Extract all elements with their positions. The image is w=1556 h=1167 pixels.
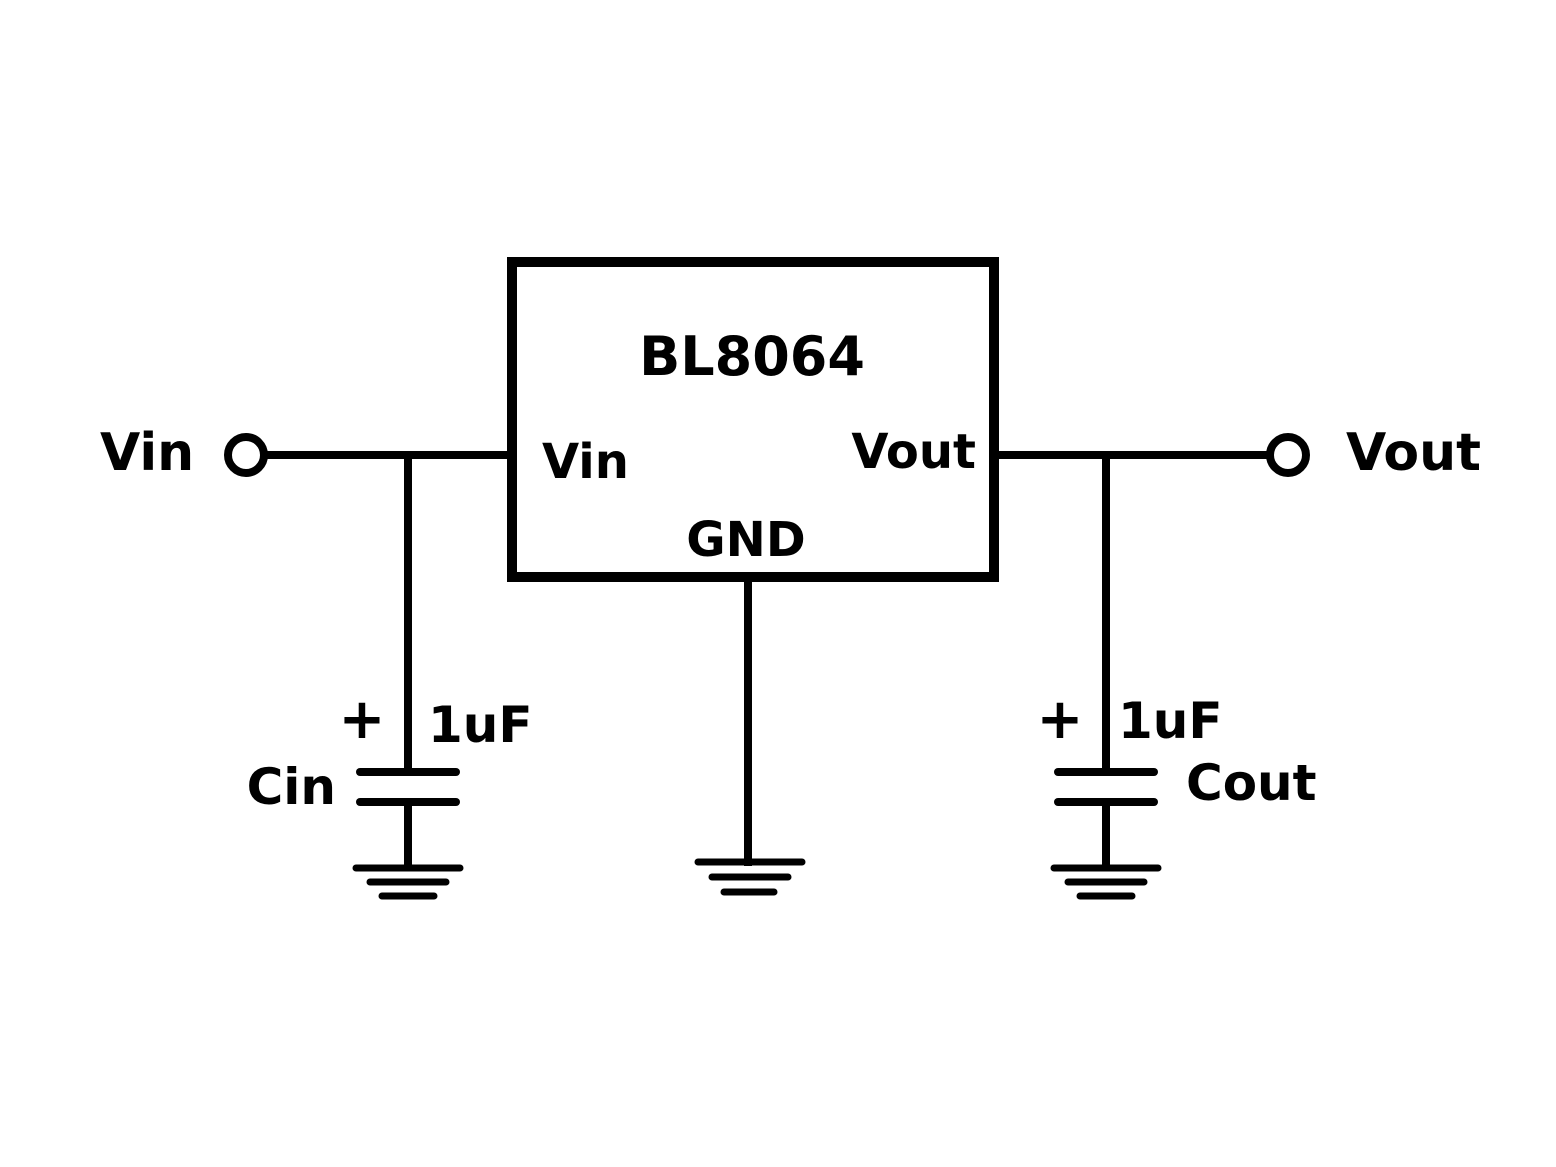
gnd-ground-symbol <box>694 858 806 896</box>
ic-pin-gnd-label: GND <box>686 512 805 568</box>
ic-pin-vout-label: Vout <box>851 424 976 480</box>
output-port-label: Vout <box>1346 423 1481 483</box>
cout-name: Cout <box>1186 754 1317 812</box>
cin-value: 1uF <box>428 696 533 754</box>
input-port-label: Vin <box>100 423 194 483</box>
input-terminal <box>224 433 268 477</box>
cout-ground-symbol <box>1050 864 1162 900</box>
output-terminal <box>1266 433 1310 477</box>
cin-polarity: + <box>339 687 386 752</box>
ic-body <box>507 257 999 582</box>
cout-polarity: + <box>1037 687 1084 752</box>
ic-pin-vin-label: Vin <box>542 434 629 490</box>
cin-ground-symbol <box>352 864 464 900</box>
ic-name: BL8064 <box>639 325 865 388</box>
cin-name: Cin <box>247 758 336 816</box>
cout-value: 1uF <box>1118 692 1223 750</box>
